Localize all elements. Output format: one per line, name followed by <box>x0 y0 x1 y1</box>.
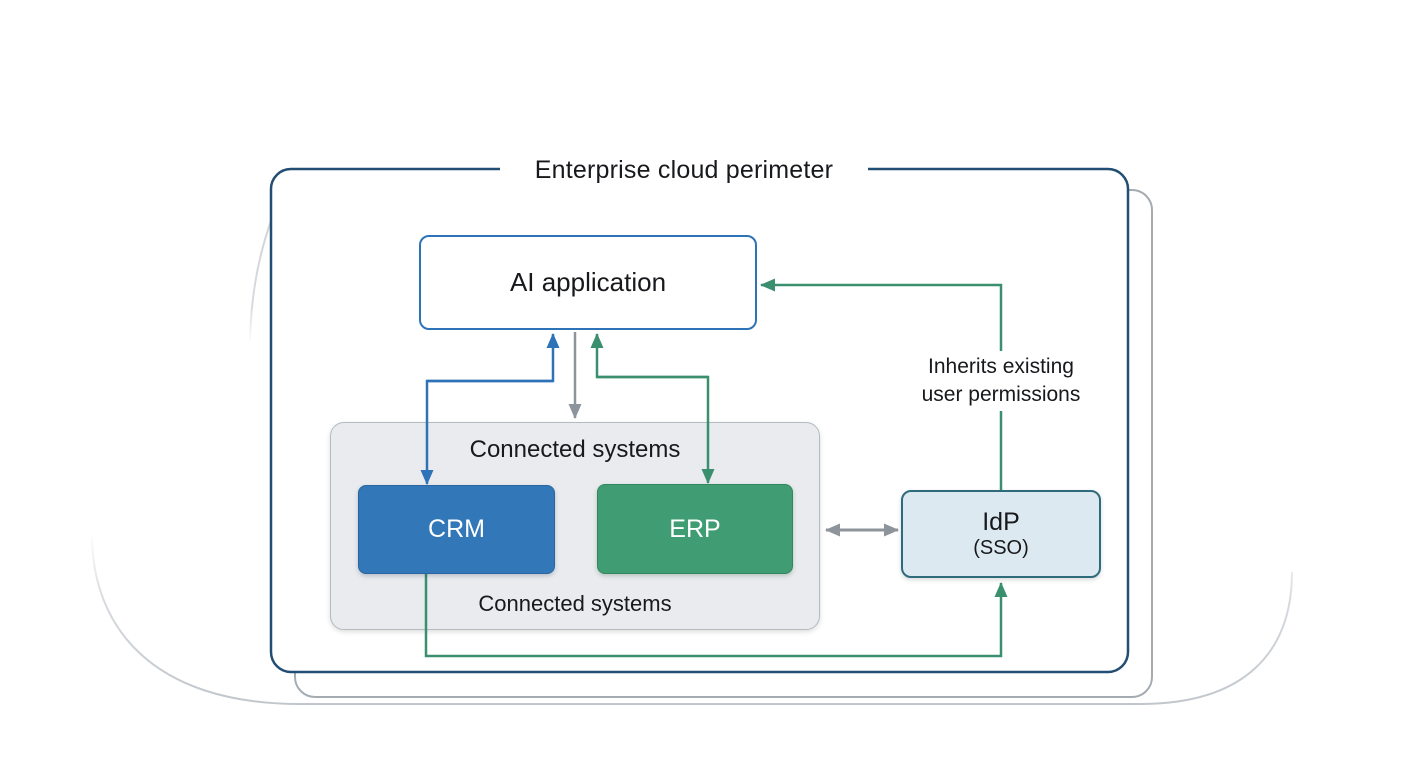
node-erp: ERP <box>597 484 793 574</box>
inherits-line1: Inherits existing <box>928 355 1074 378</box>
connected-systems-label-bottom: Connected systems <box>478 591 672 616</box>
node-crm: CRM <box>358 485 555 574</box>
erp-label: ERP <box>669 514 721 543</box>
idp-sublabel: (SSO) <box>973 536 1029 559</box>
node-ai-application: AI application <box>419 235 757 330</box>
perimeter-title: Enterprise cloud perimeter <box>500 151 868 189</box>
idp-label: IdP <box>982 508 1020 537</box>
inherits-permissions-annotation: Inherits existing user permissions <box>906 351 1096 411</box>
node-idp: IdP (SSO) <box>901 490 1101 578</box>
inherits-line2: user permissions <box>921 383 1081 406</box>
background-curve-bottom <box>91 534 1293 705</box>
ai-application-label: AI application <box>509 267 667 297</box>
crm-label: CRM <box>428 515 485 543</box>
connected-systems-label-top: Connected systems <box>469 436 681 463</box>
